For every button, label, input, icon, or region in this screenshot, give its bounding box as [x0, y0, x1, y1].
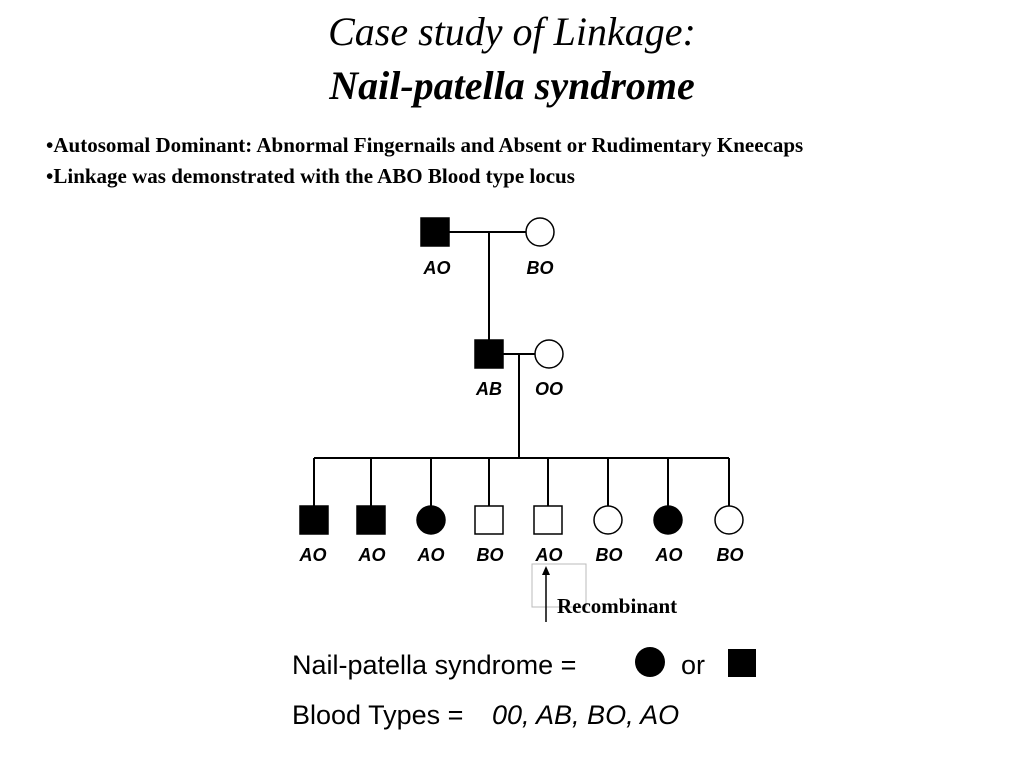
bullet-abo-linkage: •Linkage was demonstrated with the ABO B… [46, 164, 575, 188]
generation-1 [420, 217, 555, 247]
affected-male-symbol [420, 217, 450, 247]
affected-male-symbol [474, 339, 504, 369]
title-line-2: Nail-patella syndrome [329, 63, 695, 108]
affected-male-symbol [356, 505, 386, 535]
genotype-label: AO [299, 545, 327, 565]
genotype-label: OO [535, 379, 563, 399]
unaffected-female-symbol [714, 505, 744, 535]
genotype-label: AO [417, 545, 445, 565]
child-drop-lines [313, 458, 730, 506]
pedigree-lines [313, 231, 730, 506]
recombinant-highlight-box [531, 563, 587, 608]
bullet-autosomal-dominant: •Autosomal Dominant: Abnormal Fingernail… [46, 133, 804, 157]
genotype-label: BO [596, 545, 623, 565]
genotype-label-recombinant: AO [535, 545, 563, 565]
unaffected-female-symbol [593, 505, 623, 535]
genotype-label: AO [423, 258, 451, 278]
genotype-label: AO [655, 545, 683, 565]
unaffected-female-symbol [525, 217, 555, 247]
legend-or-text: or [681, 650, 705, 680]
legend-blood-label: Blood Types = [292, 700, 463, 730]
generation-3 [299, 505, 744, 535]
genotype-label: BO [527, 258, 554, 278]
legend-affected-male-symbol [728, 649, 756, 677]
legend-syndrome-label: Nail-patella syndrome = [292, 650, 576, 680]
genotype-label: BO [477, 545, 504, 565]
recombinant-arrowhead [542, 566, 550, 575]
affected-female-symbol [416, 505, 446, 535]
title-line-1: Case study of Linkage: [328, 9, 696, 54]
legend-affected-female-symbol [635, 647, 665, 677]
legend-blood-values: 00, AB, BO, AO [492, 700, 679, 730]
affected-female-symbol [653, 505, 683, 535]
unaffected-female-symbol [534, 339, 564, 369]
affected-male-symbol [299, 505, 329, 535]
recombinant-label: Recombinant [557, 594, 677, 618]
genotype-label: BO [717, 545, 744, 565]
generation-2 [474, 339, 564, 369]
unaffected-male-symbol [533, 505, 563, 535]
genotype-label: AO [358, 545, 386, 565]
unaffected-male-symbol [474, 505, 504, 535]
genotype-label: AB [475, 379, 502, 399]
